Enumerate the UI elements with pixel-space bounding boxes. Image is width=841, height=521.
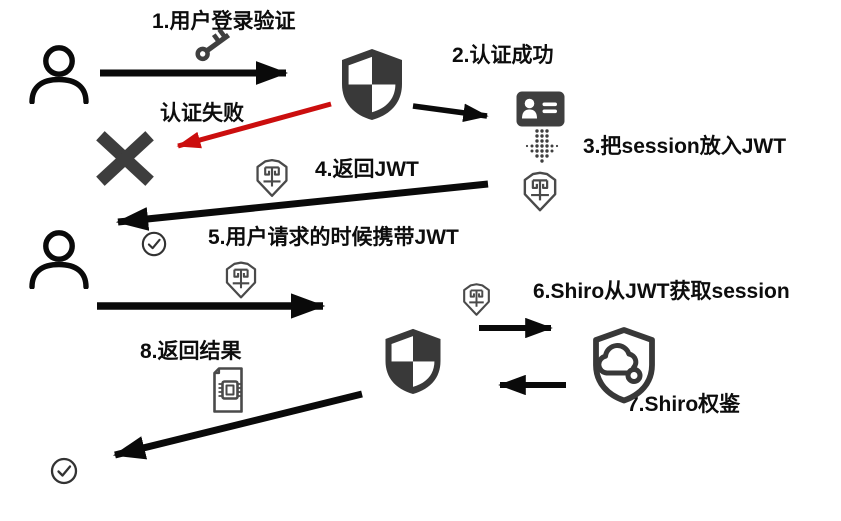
step7-label: 7.Shiro权鉴 xyxy=(627,393,741,416)
step2-label: 2.认证成功 xyxy=(452,44,554,67)
step4-label: 4.返回JWT xyxy=(315,158,419,181)
id-card-icon xyxy=(516,91,565,127)
check-circle-icon xyxy=(141,231,167,257)
user-icon xyxy=(28,44,90,104)
auth-fail-label: 认证失败 xyxy=(160,102,244,125)
dotted-down-arrow-icon xyxy=(521,128,563,168)
key-icon xyxy=(192,26,238,66)
jwt-badge-icon xyxy=(462,281,491,318)
step6-label: 6.Shiro从JWT获取session xyxy=(533,280,790,303)
step1-label: 1.用户登录验证 xyxy=(152,10,296,33)
jwt-badge-icon xyxy=(224,261,258,299)
jwt-badge-icon xyxy=(522,171,558,212)
arrow-return-jwt xyxy=(115,180,489,231)
arrow-auth-fail xyxy=(176,101,332,149)
arrow-return-result xyxy=(112,390,363,460)
step5-label: 5.用户请求的时候携带JWT xyxy=(208,226,459,249)
security-shield-icon xyxy=(380,322,446,400)
cloud-shield-icon xyxy=(590,326,658,404)
arrow-auth-success xyxy=(412,103,489,123)
step8-label: 8.返回结果 xyxy=(140,340,242,363)
step3-label: 3.把session放入JWT xyxy=(583,135,787,158)
user-icon xyxy=(28,229,90,289)
check-circle-icon xyxy=(50,457,78,485)
jwt-badge-icon xyxy=(255,158,289,198)
security-shield-icon xyxy=(336,46,408,122)
document-chip-icon xyxy=(208,366,248,414)
cross-icon xyxy=(96,131,154,186)
